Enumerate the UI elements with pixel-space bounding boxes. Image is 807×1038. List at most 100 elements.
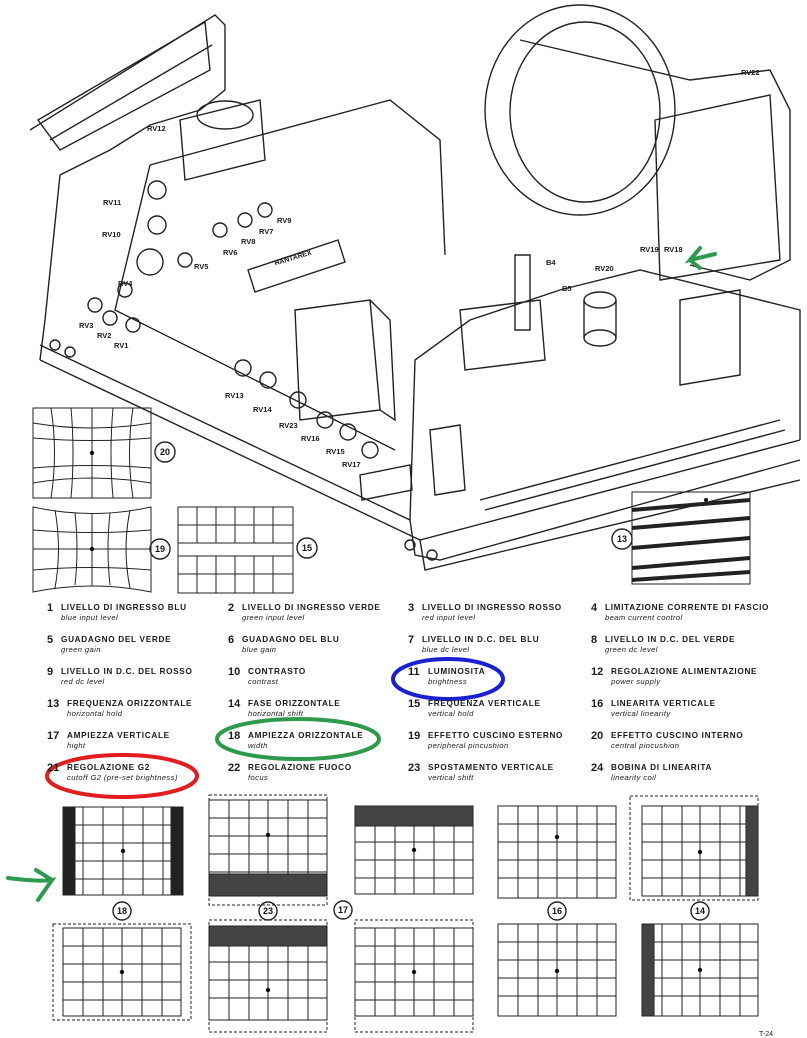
- legend-italian: EFFETTO CUSCINO INTERNO: [611, 731, 744, 740]
- component-label: RV12: [147, 124, 166, 133]
- legend-english: vertical hold: [428, 709, 474, 718]
- legend-number: 11: [408, 666, 420, 678]
- legend-english: brightness: [428, 677, 468, 686]
- legend-number: 12: [591, 666, 604, 678]
- legend-english: contrast: [248, 677, 279, 686]
- legend-italian: FREQUENZA ORIZZONTALE: [67, 699, 193, 708]
- component-label: RV18: [664, 245, 683, 254]
- legend-italian: LIVELLO DI INGRESSO VERDE: [242, 603, 381, 612]
- component-label: RV11: [103, 198, 122, 207]
- legend-english: blue gain: [242, 645, 277, 654]
- legend-english: horizontal shift: [248, 709, 304, 718]
- figure-tag: 14: [695, 906, 705, 916]
- legend-english: red dc level: [61, 677, 105, 686]
- figure-tag: 18: [117, 906, 127, 916]
- legend-english: blue input level: [61, 613, 119, 622]
- legend-english: vertical shift: [428, 773, 474, 782]
- legend-number: 7: [408, 634, 415, 646]
- figure-tag: 17: [338, 905, 348, 915]
- legend-english: hight: [67, 741, 86, 750]
- legend-italian: LINEARITA VERTICALE: [611, 699, 716, 708]
- component-label: RV16: [301, 434, 320, 443]
- legend-italian: AMPIEZZA VERTICALE: [67, 731, 170, 740]
- component-label: RV1: [114, 341, 129, 350]
- legend-italian: GUADAGNO DEL BLU: [242, 635, 340, 644]
- legend-english: vertical linearity: [611, 709, 671, 718]
- legend-number: 3: [408, 602, 415, 614]
- green-highlight-oval: [215, 717, 381, 761]
- legend-number: 21: [47, 762, 60, 774]
- legend-italian: LIMITAZIONE CORRENTE DI FASCIO: [605, 603, 770, 612]
- figure-tag: 19: [155, 544, 165, 554]
- figure-tag: 16: [552, 906, 562, 916]
- component-label: RV2: [97, 331, 112, 340]
- component-label: RV5: [194, 262, 209, 271]
- legend-italian: EFFETTO CUSCINO ESTERNO: [428, 731, 564, 740]
- legend-italian: FREQUENZA VERTICALE: [428, 699, 541, 708]
- legend-number: 1: [47, 602, 54, 614]
- legend-italian: BOBINA DI LINEARITA: [611, 763, 713, 772]
- figure-tag: 15: [302, 543, 312, 553]
- legend-italian: LIVELLO DI INGRESSO ROSSO: [422, 603, 562, 612]
- legend-number: 2: [228, 602, 235, 614]
- component-label: RV7: [259, 227, 274, 236]
- legend-number: 23: [408, 762, 421, 774]
- legend-italian: REGOLAZIONE FUOCO: [248, 763, 352, 772]
- component-label: RV20: [595, 264, 614, 273]
- legend-english: cutoff G2 (pre-set brightness): [67, 773, 178, 782]
- legend-italian: FASE ORIZZONTALE: [248, 699, 341, 708]
- component-label: RV10: [102, 230, 121, 239]
- component-label: RV8: [241, 237, 256, 246]
- component-label: RV17: [342, 460, 361, 469]
- legend-number: 13: [47, 698, 60, 710]
- legend-number: 19: [408, 730, 421, 742]
- legend-italian: LIVELLO IN D.C. DEL VERDE: [605, 635, 736, 644]
- legend-number: 8: [591, 634, 598, 646]
- figure-tag: 20: [160, 447, 170, 457]
- legend-italian: LUMINOSITA: [428, 667, 486, 676]
- legend-italian: REGOLAZIONE G2: [67, 763, 151, 772]
- figure-tag: 13: [617, 534, 627, 544]
- figure-tag: 23: [263, 906, 273, 916]
- component-label: RV19: [640, 245, 659, 254]
- legend-italian: GUADAGNO DEL VERDE: [61, 635, 172, 644]
- legend-italian: SPOSTAMENTO VERTICALE: [428, 763, 554, 772]
- component-label: B5: [562, 284, 572, 293]
- legend-number: 10: [228, 666, 241, 678]
- legend-italian: LIVELLO IN D.C. DEL BLU: [422, 635, 540, 644]
- legend-english: green gain: [61, 645, 101, 654]
- legend-number: 9: [47, 666, 54, 678]
- legend-english: linearity coil: [611, 773, 657, 782]
- legend-english: power supply: [611, 677, 661, 686]
- legend-english: peripheral pincushion: [428, 741, 509, 750]
- legend-number: 5: [47, 634, 54, 646]
- legend-number: 16: [591, 698, 604, 710]
- legend-number: 6: [228, 634, 235, 646]
- legend-italian: CONTRASTO: [248, 667, 307, 676]
- legend-number: 22: [228, 762, 241, 774]
- legend-english: blue dc level: [422, 645, 470, 654]
- legend-english: green input level: [242, 613, 305, 622]
- blue-highlight-oval: [391, 657, 505, 701]
- legend-italian: AMPIEZZA ORIZZONTALE: [248, 731, 364, 740]
- legend-english: red input level: [422, 613, 476, 622]
- component-label: RV13: [225, 391, 244, 400]
- legend-italian: LIVELLO IN D.C. DEL ROSSO: [61, 667, 193, 676]
- red-highlight-oval: [45, 753, 199, 799]
- legend-number: 4: [591, 602, 598, 614]
- legend-italian: LIVELLO DI INGRESSO BLU: [61, 603, 187, 612]
- legend-number: 18: [228, 730, 241, 742]
- component-label: RV6: [223, 248, 238, 257]
- legend-english: beam current control: [605, 613, 683, 622]
- legend-english: focus: [248, 773, 269, 782]
- legend-italian: REGOLAZIONE ALIMENTAZIONE: [611, 667, 758, 676]
- legend-number: 14: [228, 698, 241, 710]
- component-label: RV9: [277, 216, 292, 225]
- component-label: RV14: [253, 405, 272, 414]
- component-label: RV15: [326, 447, 345, 456]
- component-label: RV4: [118, 279, 133, 288]
- legend-number: 20: [591, 730, 604, 742]
- legend-english: green dc level: [605, 645, 658, 654]
